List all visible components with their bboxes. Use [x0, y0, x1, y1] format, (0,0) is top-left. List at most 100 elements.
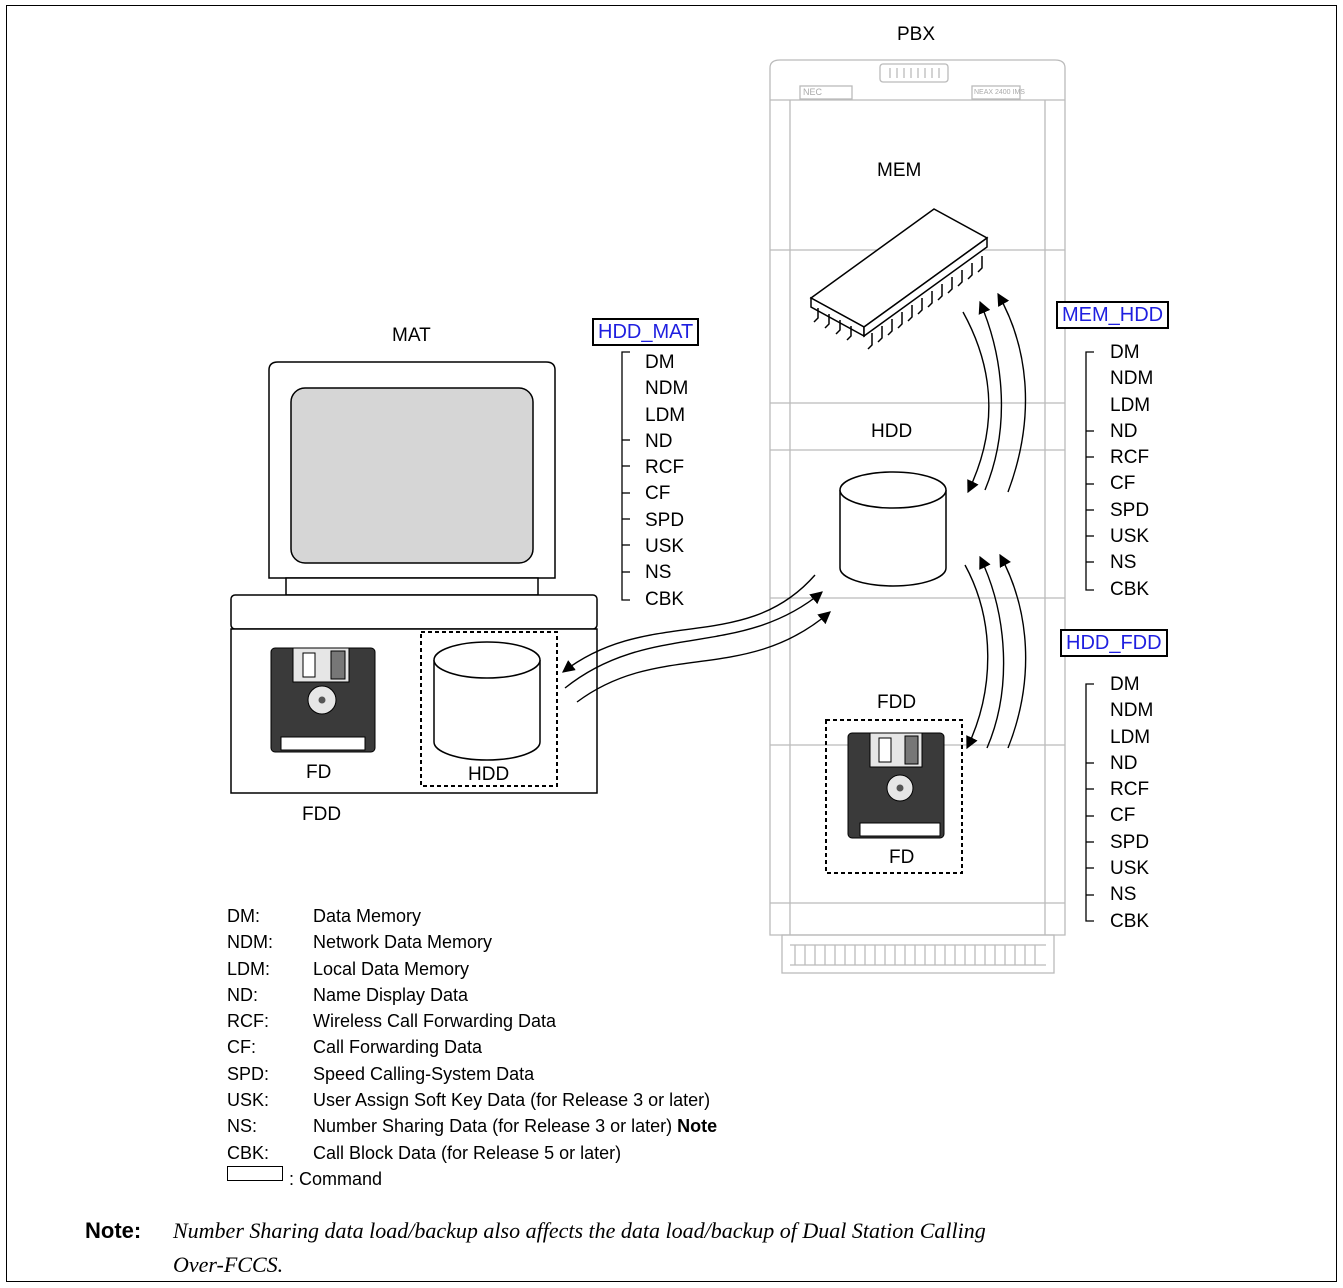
mat-hdd-cylinder-icon — [433, 641, 541, 761]
list-item: ND — [1110, 420, 1138, 442]
hdd-mat-command: HDD_MAT — [592, 318, 700, 346]
pbx-hdd-label: HDD — [871, 421, 913, 442]
mat-hdd-label: HDD — [468, 764, 510, 785]
legend-row: LDM: Local Data Memory — [227, 956, 717, 982]
note-text-line2: Over-FCCS. — [173, 1252, 284, 1277]
legend-desc: Local Data Memory — [313, 958, 470, 979]
hdd-fdd-arrows — [964, 553, 1027, 750]
list-item: ND — [1110, 752, 1138, 774]
list-item: CBK — [645, 588, 685, 610]
list-item: NS — [1110, 552, 1137, 574]
hdd-fdd-list-bracket — [1085, 683, 1094, 922]
pbx-fdd-label: FDD — [877, 692, 917, 713]
legend-row: CBK: Call Block Data (for Release 5 or la… — [227, 1140, 717, 1166]
legend-abbr: CF: — [227, 1037, 256, 1058]
hdd-fdd-command: HDD_FDD — [1060, 629, 1168, 657]
legend-row: ND: Name Display Data — [227, 982, 717, 1008]
legend-desc: Call Forwarding Data — [313, 1037, 483, 1058]
mat-floppy-icon — [270, 647, 376, 753]
legend-abbr: RCF: — [227, 1011, 269, 1032]
mem-hdd-data-list: DM NDM LDM ND RCF CF SPD USK NS CBK — [1110, 340, 1153, 603]
legend-abbr: NS: — [227, 1116, 258, 1137]
pbx-fd-label: FD — [889, 847, 915, 868]
list-item: SPD — [645, 509, 685, 531]
list-item: LDM — [645, 404, 686, 426]
note-text-line1: Number Sharing data load/backup also aff… — [173, 1218, 986, 1243]
list-item: CBK — [1110, 578, 1150, 600]
mem-hdd-list-bracket — [1085, 351, 1094, 591]
list-item: CF — [1110, 473, 1136, 495]
list-item: NS — [1110, 884, 1137, 906]
legend-abbr: NDM: — [227, 932, 273, 953]
list-item: SPD — [1110, 831, 1150, 853]
list-item: DM — [1110, 674, 1140, 695]
list-item: USK — [645, 536, 685, 558]
legend-desc: Wireless Call Forwarding Data — [313, 1011, 557, 1032]
legend-desc: Speed Calling-System Data — [313, 1063, 535, 1084]
legend-abbr: DM: — [227, 906, 260, 926]
neax-badge: NEAX 2400 IMS — [974, 89, 1025, 96]
list-item: CBK — [1110, 910, 1150, 932]
legend-abbr: SPD: — [227, 1063, 270, 1084]
legend-note-ref: Note — [677, 1116, 718, 1137]
legend-abbr: ND: — [227, 984, 258, 1005]
mem-hdd-arrows — [962, 292, 1027, 494]
list-item: RCF — [1110, 779, 1150, 801]
legend-abbr: USK: — [227, 1090, 270, 1111]
list-item: NDM — [1110, 368, 1154, 390]
list-item: USK — [1110, 858, 1150, 880]
mem-hdd-command: MEM_HDD — [1056, 301, 1170, 329]
nec-logo: NEC — [803, 87, 823, 97]
legend-desc: Network Data Memory — [313, 932, 493, 953]
list-item: LDM — [1110, 394, 1151, 416]
legend-row: SPD: Speed Calling-System Data — [227, 1061, 717, 1087]
hdd-mat-list-bracket — [621, 351, 630, 601]
list-item: DM — [1110, 342, 1140, 363]
command-box-sample — [227, 1165, 283, 1181]
legend-abbr: LDM: — [227, 958, 271, 979]
legend-row: RCF: Wireless Call Forwarding Data — [227, 1008, 717, 1034]
legend-desc: Number Sharing Data (for Release 3 or la… — [313, 1116, 673, 1137]
mat-label: MAT — [392, 325, 431, 346]
legend-row: NS: Number Sharing Data (for Release 3 or… — [227, 1113, 717, 1139]
mat-monitor — [268, 361, 556, 596]
list-item: ND — [645, 430, 673, 452]
memory-chip-icon — [809, 208, 989, 350]
list-item: CF — [1110, 805, 1136, 827]
legend-desc: Data Memory — [313, 906, 422, 926]
mem-label: MEM — [877, 160, 922, 181]
list-item: DM — [645, 352, 675, 373]
legend-row: CF: Call Forwarding Data — [227, 1034, 717, 1060]
pbx-floppy-icon — [847, 732, 945, 839]
pbx-fdd-box — [825, 719, 963, 874]
hdd-mat-arrows — [562, 574, 831, 703]
legend-desc: Call Block Data (for Release 5 or later) — [313, 1142, 622, 1163]
legend-command-text: : Command — [289, 1168, 383, 1189]
legend-row: : Command — [227, 1165, 717, 1192]
hdd-mat-data-list: DM NDM LDM ND RCF CF SPD USK NS CBK — [645, 350, 688, 613]
list-item: RCF — [1110, 447, 1150, 469]
list-item: CF — [645, 483, 671, 505]
note-label: Note: — [85, 1218, 142, 1243]
list-item: NDM — [645, 378, 689, 400]
legend-abbr: CBK: — [227, 1142, 270, 1163]
list-item: NS — [645, 562, 672, 584]
legend-row: DM: Data Memory — [227, 903, 717, 929]
pbx-hdd-cylinder-icon — [839, 471, 947, 587]
legend: DM: Data Memory NDM: Network Data Memory L… — [227, 903, 717, 1192]
mat-fd-label: FD — [306, 762, 332, 783]
pbx-label: PBX — [897, 24, 936, 45]
legend-row: NDM: Network Data Memory — [227, 929, 717, 955]
list-item: USK — [1110, 526, 1150, 548]
footnote: Note: Number Sharing data load/backup als… — [85, 1214, 1285, 1282]
legend-desc: Name Display Data — [313, 984, 469, 1005]
legend-row: USK: User Assign Soft Key Data (for Relea… — [227, 1087, 717, 1113]
figure-frame — [6, 5, 1337, 1282]
mat-fdd-label: FDD — [302, 804, 342, 825]
list-item: LDM — [1110, 726, 1151, 748]
list-item: NDM — [1110, 700, 1154, 722]
list-item: RCF — [645, 457, 685, 479]
hdd-fdd-data-list: DM NDM LDM ND RCF CF SPD USK NS CBK — [1110, 672, 1153, 935]
legend-desc: User Assign Soft Key Data (for Release 3… — [313, 1090, 711, 1111]
